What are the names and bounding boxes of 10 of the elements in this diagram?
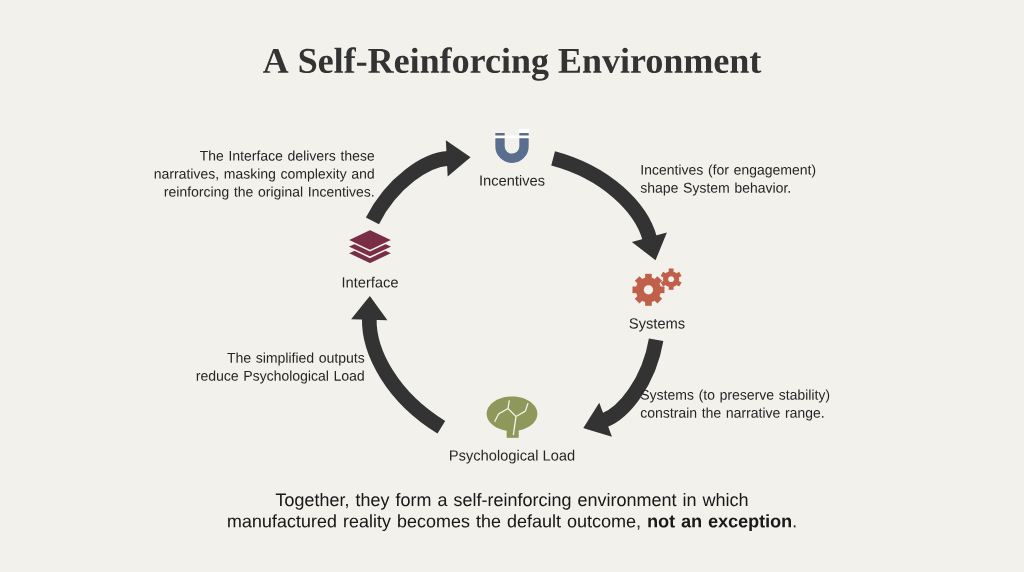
caption: Together, they form a self-reinforcing environment in which manufactured reality becomes the default outcome, not an exception. <box>228 492 796 532</box>
edge-label: Systems (to preserve stability) constrain the narrative range. <box>640 389 830 421</box>
edge-label: The simplified outputs reduce Psychological Load <box>196 352 365 384</box>
node-label: Psychological Load <box>450 449 575 464</box>
node-label: Interface <box>342 276 398 288</box>
node-label: Systems <box>629 318 685 332</box>
edge-label: Incentives (for engagement) shape System behavior. <box>640 164 816 196</box>
title: A Self-Reinforcing Environment <box>263 47 762 81</box>
node-label: Incentives <box>480 175 545 186</box>
edge-label: The Interface delivers these narratives, masking complexity and reinforcing the original Incentives. <box>154 150 375 200</box>
